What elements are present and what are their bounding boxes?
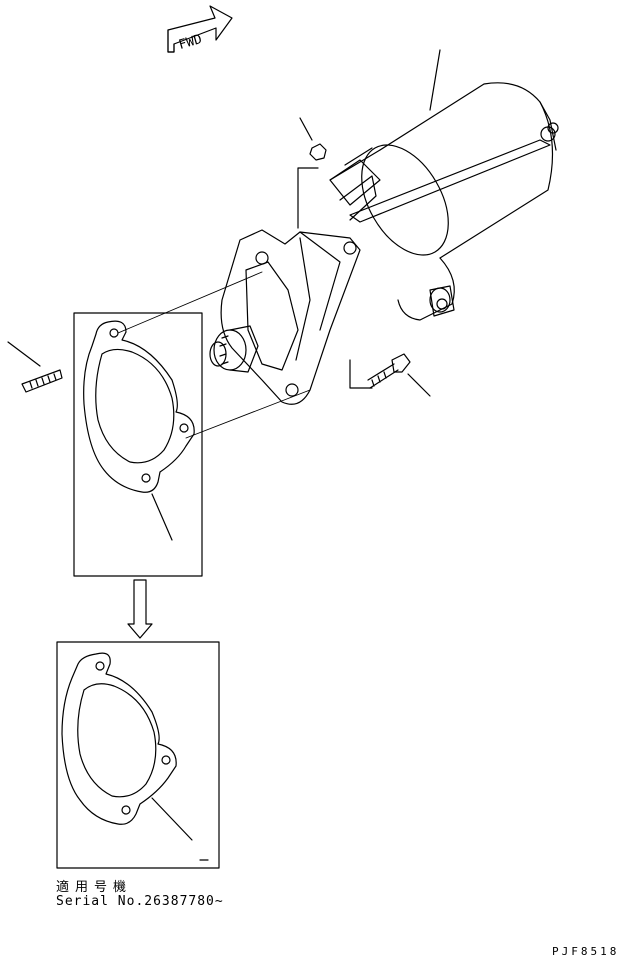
down-arrow-icon xyxy=(127,579,153,639)
applicable-serial-heading: 適用号機 xyxy=(56,880,133,895)
applicable-serial-number: Serial No.26387780~ xyxy=(56,894,224,909)
drawing-code: PJF8518 xyxy=(552,945,620,958)
starter-motor xyxy=(7,49,559,405)
gasket-serial-box xyxy=(56,641,220,869)
fwd-arrow-label: FWD xyxy=(177,32,204,53)
projection-lines xyxy=(117,271,311,439)
gasket-detail-box xyxy=(73,312,203,577)
fwd-arrow-icon: FWD xyxy=(167,5,233,53)
